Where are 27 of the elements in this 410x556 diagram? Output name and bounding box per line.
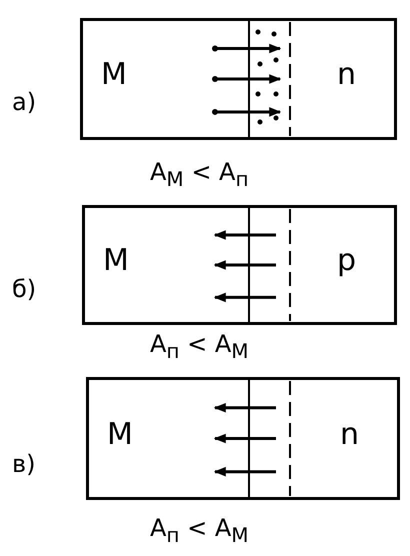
- work-function-relation: A$_{М}$ < A$_{п}$: [150, 158, 249, 193]
- metal-region: [82, 205, 250, 325]
- arrow: [214, 402, 276, 413]
- arrow: [214, 230, 276, 240]
- arrow: [212, 107, 282, 117]
- arrow: [212, 44, 282, 54]
- region-letter: n: [336, 60, 356, 90]
- region-letter: М: [103, 246, 129, 276]
- semiconductor-region: [250, 205, 397, 325]
- work-function-relation: A$_{п}$ < A$_{М}$: [150, 330, 249, 365]
- panel-letter: в): [12, 450, 36, 478]
- metal-region: [80, 18, 250, 140]
- region-letter: М: [107, 420, 133, 450]
- semiconductor-region: [250, 18, 397, 140]
- panel-letter: б): [12, 275, 36, 303]
- arrow: [212, 74, 282, 84]
- region-letter: М: [101, 60, 127, 90]
- arrow: [214, 292, 276, 302]
- arrow: [214, 466, 276, 476]
- metal-region: [86, 377, 250, 500]
- work-function-relation: A$_{п}$ < A$_{М}$: [150, 514, 249, 549]
- region-letter: n: [340, 420, 359, 450]
- region-letter: p: [336, 246, 356, 276]
- panel-letter: а): [12, 88, 36, 116]
- arrow: [214, 260, 276, 270]
- arrow: [214, 434, 276, 444]
- semiconductor-region: [250, 377, 400, 500]
